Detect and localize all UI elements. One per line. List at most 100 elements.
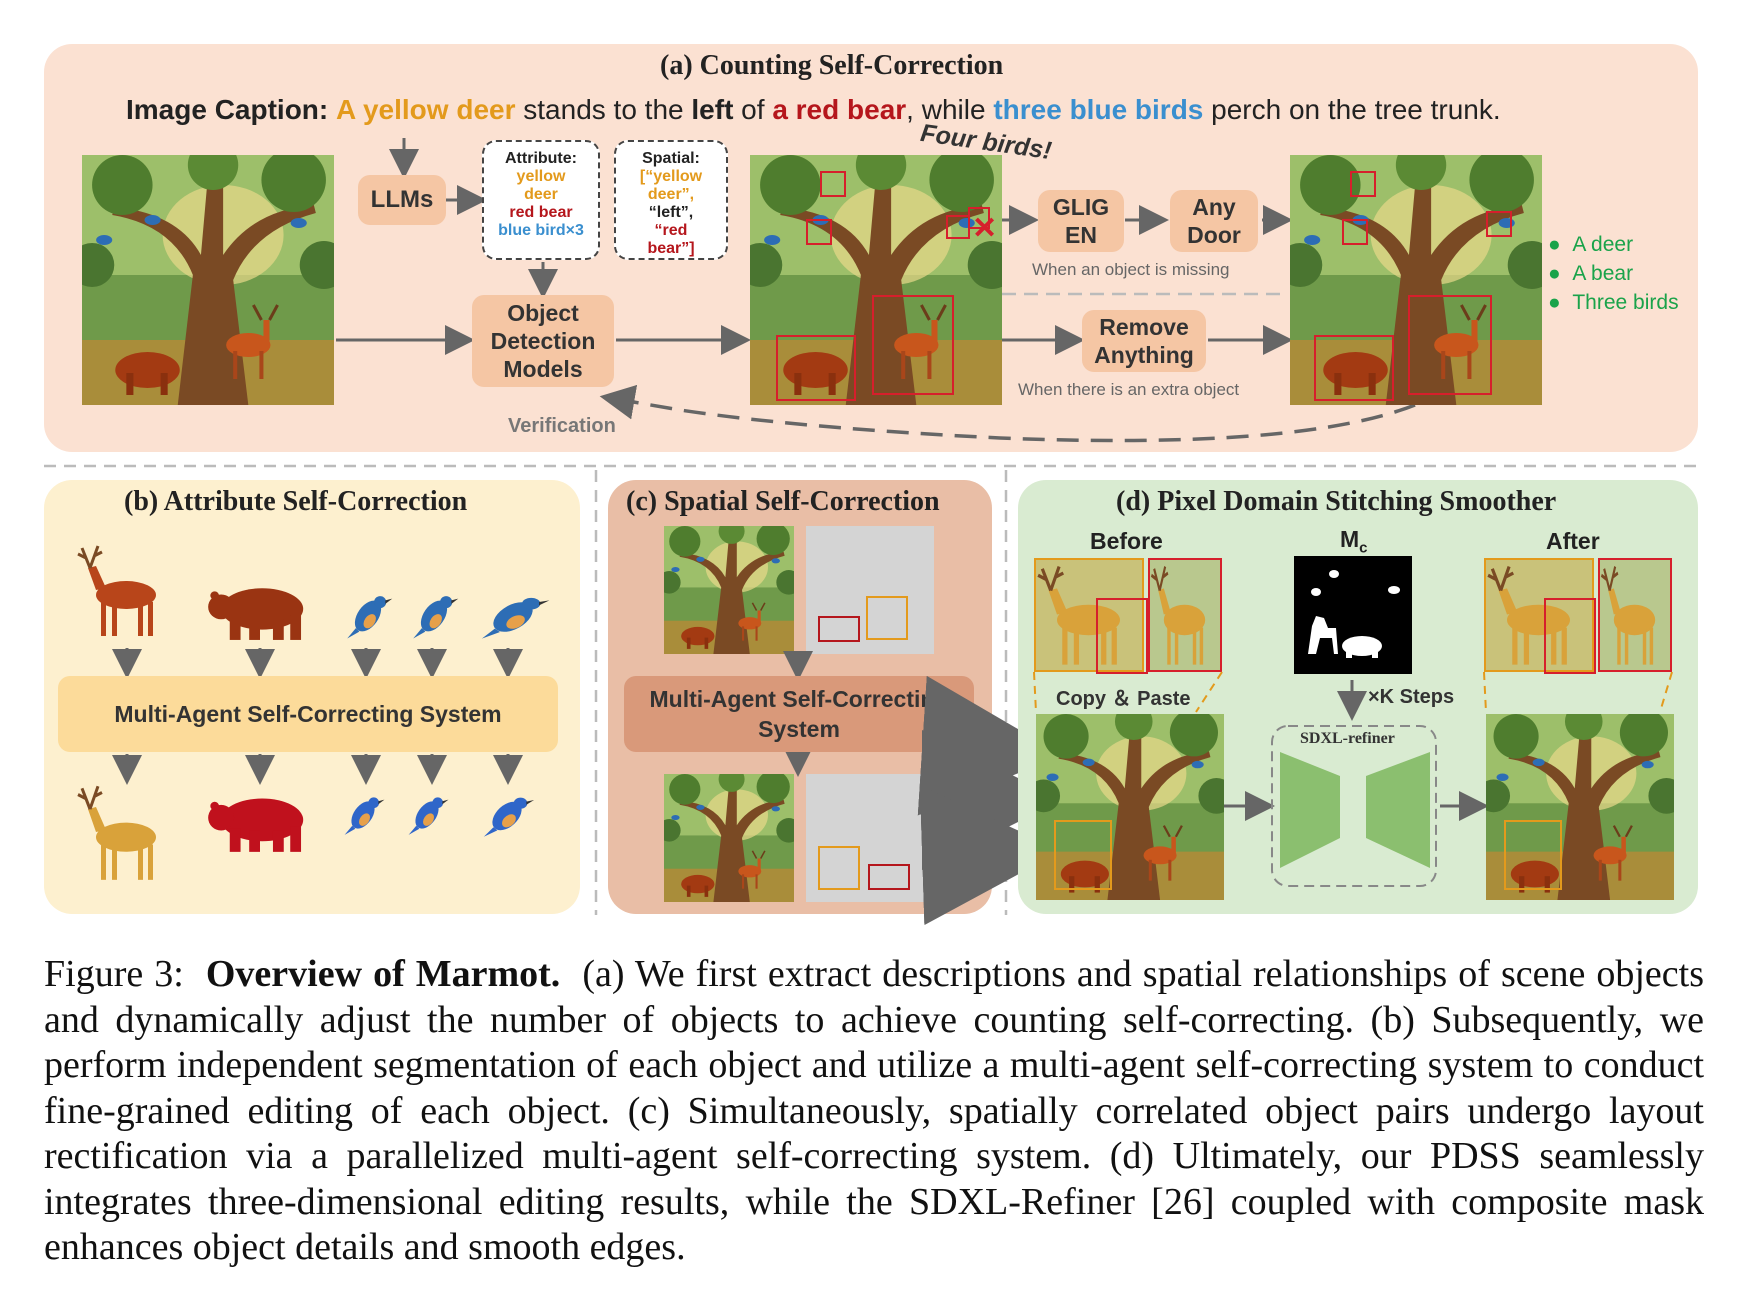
panel-b-system-box: Multi-Agent Self-Correcting System [58,676,558,752]
refined-after-image [1486,714,1674,900]
attribute-header: Attribute: [505,150,577,167]
caption-red-bear: a red bear [772,94,907,125]
panel-c-system-line2: System [758,716,840,742]
deer-stitch-box [1054,820,1112,890]
attribute-deer: deer [524,186,558,203]
mc-letter: M [1340,526,1360,552]
bird-detection-box [1350,171,1376,197]
llms-label: LLMs [370,186,434,213]
attribute-box: Attribute: yellow deer red bear blue bir… [482,140,600,260]
deer-layout-box [818,846,860,890]
gligen-box: GLIG EN [1038,190,1124,252]
cross-mark-icon: ✕ [972,212,998,245]
caption-yellow-deer: A yellow deer [336,94,516,125]
anydoor-line1: Any [1192,194,1236,220]
odm-line1: Object [507,300,579,326]
odm-line3: Models [503,356,583,382]
mc-subscript: c [1359,539,1368,557]
anydoor-box: Any Door [1170,190,1258,252]
remove-line1: Remove [1099,314,1189,340]
caption-text: , while [906,94,994,125]
checklist-item: ● A bear [1548,259,1679,288]
remove-anything-box: Remove Anything [1082,310,1206,372]
bear-detection-box [776,335,856,401]
figure-label: Figure 3: [44,953,184,995]
spatial-red: “red [654,222,688,239]
panel-a-title: (a) Counting Self-Correction [660,50,1004,81]
extra-object-note: When there is an extra object [1018,380,1240,399]
panel-c-arrows [783,651,813,777]
deer-detection-box [872,295,954,395]
copy-paste-label: Copy ＆ Paste [1056,688,1191,710]
checklist-label: Three birds [1572,291,1679,314]
panel-c-system-line1: Multi-Agent Self-Correcting [649,686,949,712]
object-detection-box: Object Detection Models [472,295,614,387]
attribute-red-bear: red bear [509,204,573,221]
detected-scene-image: ✕ [750,155,1002,405]
checklist: ● A deer ● A bear ● Three birds [1548,230,1679,317]
spatial-bear: bear”] [647,240,695,257]
merge-arrows [917,675,1062,926]
green-dot-icon: ● [1548,262,1561,285]
after-deer-zoom [1598,558,1672,672]
bird-detection-box [806,219,832,245]
stitched-before-image [1036,714,1224,900]
spatial-left: “left”, [648,204,694,221]
deer-detection-box [1408,295,1492,395]
caption-text: of [733,94,773,125]
panel-c-system-box: Multi-Agent Self-Correcting System [624,676,974,752]
corrected-scene-image [1290,155,1542,405]
spatial-yellow: [“yellow [639,168,703,185]
bear-layout-box [818,616,860,642]
before-deer-crop [1034,558,1144,672]
image-caption-line: Image Caption: A yellow deer stands to t… [126,94,1501,126]
remove-line2: Anything [1094,342,1194,368]
checklist-item: ● Three birds [1548,288,1679,317]
after-seam-box [1544,598,1596,674]
panel-b-arrows [112,648,523,785]
caption-left: left [691,94,734,125]
layout-canvas-after [806,774,934,902]
spatial-deer: deer”, [647,186,695,203]
checklist-item: ● A deer [1548,230,1679,259]
green-dot-icon: ● [1548,291,1561,314]
panel-b-title: (b) Attribute Self-Correction [124,486,468,517]
odm-line2: Detection [490,328,596,354]
after-label: After [1546,528,1600,554]
before-label: Before [1090,528,1163,554]
spatial-header: Spatial: [642,150,700,167]
bird-detection-box [1342,219,1368,245]
layout-canvas-before [806,526,934,654]
verification-label: Verification [508,415,616,437]
bird-detection-box [1486,211,1512,237]
figure-text: (a) We first extract descriptions and sp… [44,953,1704,1268]
panel-d-title: (d) Pixel Domain Stitching Smoother [1116,486,1557,517]
panel-b-system-label: Multi-Agent Self-Correcting System [114,700,502,727]
deer-layout-box [866,596,908,640]
gligen-line2: EN [1065,222,1097,248]
gligen-line1: GLIG [1052,194,1110,220]
checklist-label: A deer [1572,233,1634,256]
panel-a-arrows [336,138,1416,443]
checklist-label: A bear [1572,262,1634,285]
bird-detection-box [820,171,846,197]
anydoor-line2: Door [1187,222,1241,248]
missing-object-note: When an object is missing [1032,260,1230,279]
llms-box: LLMs [358,175,446,225]
panel-d-arrows [1033,671,1673,887]
ksteps-label: ×K Steps [1368,686,1455,708]
attribute-blue-bird: blue bird×3 [498,222,584,239]
caption-blue-birds: three blue birds [993,94,1204,125]
image-caption-label: Image Caption: [126,94,329,125]
composite-mask [1294,556,1412,674]
deer-refined-box [1504,820,1562,890]
bear-detection-box [1314,335,1394,401]
caption-text: stands to the [515,94,692,125]
panel-c-title: (c) Spatial Self-Correction [626,486,940,517]
after-deer-crop [1484,558,1594,672]
attribute-yellow: yellow [516,168,566,185]
caption-text: perch on the tree trunk. [1203,94,1501,125]
before-seam-box [1096,598,1148,674]
spatial-box: Spatial: [“yellow deer”, “left”, “red be… [614,140,728,260]
sdxl-refiner-label: SDXL-refiner [1300,730,1395,747]
